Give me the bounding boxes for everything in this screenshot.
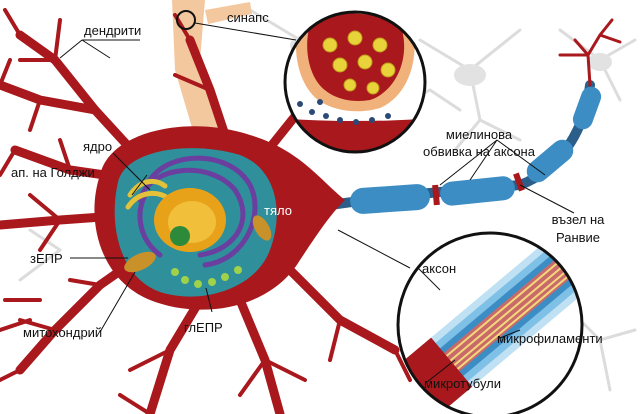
synaptic-vesicles	[322, 30, 396, 95]
synapse-connector	[194, 22, 297, 41]
receptors	[297, 99, 391, 125]
label-mitochondrion: митохондрий	[23, 325, 103, 340]
incoming-axon	[172, 0, 222, 148]
synapse-inset-border	[283, 10, 427, 154]
label-golgi: ап. на Голджи	[11, 165, 95, 180]
ribosomes	[171, 266, 242, 288]
synapse-inset	[285, 12, 425, 152]
label-rer: глЕПР	[184, 320, 223, 335]
label-microfilaments: микрофиламенти	[497, 331, 603, 346]
neurotransmitter-release	[347, 12, 385, 13]
leader-lines	[59, 39, 575, 383]
label-ranvier-line2: Ранвие	[555, 230, 601, 245]
rough-er	[137, 155, 258, 268]
label-ser: зЕПР	[30, 251, 63, 266]
axon-inset	[398, 233, 582, 414]
label-body: тяло	[264, 203, 292, 218]
label-myelin-line2: обвивка на аксона	[423, 144, 535, 159]
axon-inset-border	[396, 231, 584, 414]
mitochondrion-2	[252, 215, 272, 241]
golgi-apparatus	[125, 178, 171, 210]
synaptic-bulb-inner	[307, 13, 405, 101]
axon-inset-connector	[337, 229, 411, 269]
incoming-axon-branch	[205, 2, 252, 24]
label-synapse: синапс	[227, 10, 269, 25]
axon-terminal	[558, 18, 622, 87]
synapse-source-marker	[176, 10, 196, 30]
axon-cut-face	[398, 337, 473, 414]
label-myelin-line1: миелинова	[445, 127, 513, 142]
node-of-ranvier	[432, 172, 525, 206]
nucleolus	[170, 226, 190, 246]
label-dendrites: дендрити	[84, 23, 142, 38]
label-microtubules: микротубули	[424, 376, 502, 391]
label-ranvier-line1: възел на	[551, 212, 605, 227]
mitochondrion	[124, 251, 156, 273]
label-nucleus: ядро	[83, 139, 113, 154]
label-axon: аксон	[422, 261, 457, 276]
myelin-sheath	[350, 86, 602, 214]
